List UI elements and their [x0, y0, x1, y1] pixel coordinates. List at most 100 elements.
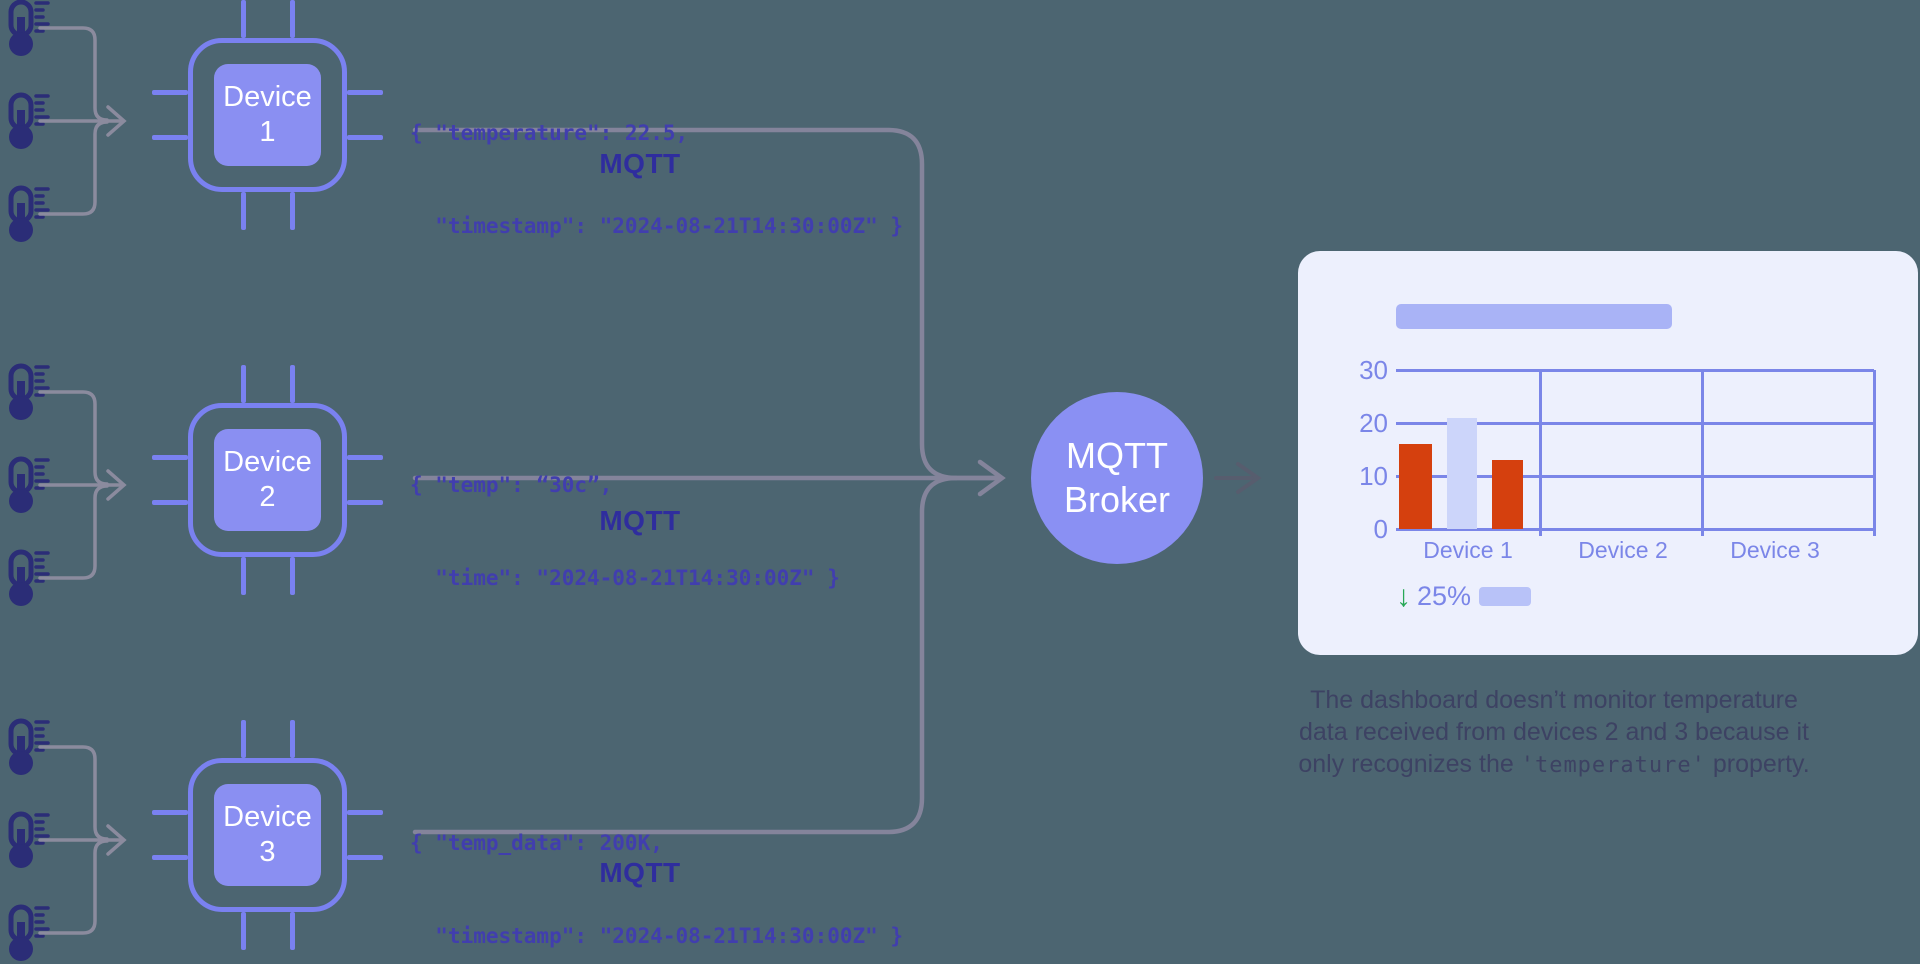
device-3-payload: { "temp_data": 200K, "timestamp": "2024-…: [410, 766, 903, 964]
payload-line: "timestamp": "2024-08-21T14:30:00Z" }: [410, 924, 904, 948]
chip-pin: [290, 557, 295, 595]
device-2-chip: Device 2: [152, 365, 383, 595]
thermometer-icon: [8, 0, 50, 56]
device-1-chip: Device 1: [152, 0, 383, 230]
gridline: [1396, 527, 1874, 531]
sensor-merge-connector: [38, 26, 127, 216]
flow-line-device3: [412, 475, 959, 835]
sensor-merge-connector: [38, 390, 127, 580]
device-3-chip: Device 3: [152, 720, 383, 950]
arrowhead-into-device: [106, 105, 127, 137]
thermometer-icon: [8, 456, 50, 513]
caption-line-2: data received from devices 2 and 3 becau…: [1298, 718, 1810, 746]
chip-pin: [290, 365, 295, 403]
x-axis-label: Device 3: [1730, 537, 1820, 563]
chip-pin: [152, 855, 188, 860]
chip-pin: [241, 557, 246, 595]
payload-line: { "temperature": 22.5,: [410, 121, 689, 145]
thermometer-icon: [8, 718, 50, 775]
thermometer-icon: [8, 185, 50, 242]
chip-pin: [152, 810, 188, 815]
stat-value: 25%: [1417, 581, 1472, 611]
bar-red: [1399, 444, 1432, 529]
caption-text: The dashboard doesn’t monitor temperatur…: [1254, 684, 1854, 782]
sensor-merge-connector: [38, 745, 127, 935]
payload-line: "time": "2024-08-21T14:30:00Z" }: [410, 566, 840, 590]
mqtt-protocol-label-3: MQTT: [599, 857, 681, 888]
bar-placeholder: [1447, 418, 1477, 529]
chip-pin: [290, 192, 295, 230]
gridline: [1396, 474, 1874, 478]
chip-pin: [290, 720, 295, 758]
arrowhead-into-device: [106, 469, 127, 501]
device-1-payload: { "temperature": 22.5, "timestamp": "202…: [410, 56, 903, 304]
device-3-label: Device 3: [214, 784, 321, 886]
chip-pin: [347, 855, 383, 860]
chip-pin: [152, 500, 188, 505]
y-axis-tick-label: 10: [1359, 461, 1388, 491]
x-axis-label: Device 1: [1423, 537, 1513, 563]
mqtt-protocol-label-1: MQTT: [599, 148, 681, 179]
chip-pin: [241, 0, 246, 38]
chip-pin: [241, 720, 246, 758]
chip-pin: [241, 912, 246, 950]
stat-label-skeleton: [1479, 587, 1532, 606]
chip-outline: [188, 403, 347, 557]
device-2-label-text: Device 2: [223, 446, 312, 513]
thermometer-icon: [8, 811, 50, 868]
caption-line-1: The dashboard doesn’t monitor temperatur…: [1310, 686, 1798, 714]
thermometer-icon: [8, 549, 50, 606]
mqtt-broker-node: MQTT Broker: [1031, 392, 1203, 564]
payload-line: { "temp": “30c”,: [410, 473, 613, 497]
y-axis-tick-label: 20: [1359, 408, 1388, 438]
device-2-label: Device 2: [214, 429, 321, 531]
vertical-gridline: [1538, 370, 1542, 536]
caption-line-3: only recognizes the 'temperature' proper…: [1254, 748, 1854, 782]
y-axis-tick-label: 0: [1373, 514, 1388, 544]
broker-to-dashboard-arrowhead: [1236, 462, 1262, 494]
mqtt-broker-label: MQTT Broker: [1063, 435, 1171, 520]
dashboard-title-skeleton: [1396, 304, 1672, 329]
vertical-gridline: [1700, 370, 1704, 536]
chip-pin: [152, 90, 188, 95]
down-arrow-icon: ↓: [1396, 579, 1411, 613]
chip-pin: [290, 912, 295, 950]
arrowhead-into-device: [106, 824, 127, 856]
chip-pin: [241, 192, 246, 230]
device-1-label: Device 1: [214, 64, 321, 166]
device-2-payload: { "temp": “30c”, "time": "2024-08-21T14:…: [410, 408, 840, 656]
payload-line: "timestamp": "2024-08-21T14:30:00Z" }: [410, 214, 904, 238]
vertical-gridline: [1872, 370, 1876, 536]
mqtt-protocol-label-2: MQTT: [599, 505, 681, 536]
thermometer-icon: [8, 92, 50, 149]
chip-pin: [152, 455, 188, 460]
gridline: [1396, 368, 1874, 372]
caption-line-3-text: property.: [1705, 750, 1810, 778]
chip-pin: [347, 135, 383, 140]
caption-code-token: 'temperature': [1520, 753, 1706, 778]
payload-line: { "temp_data": 200K,: [410, 831, 663, 855]
gridline: [1396, 421, 1874, 425]
arrowhead-into-broker: [977, 459, 1006, 497]
bar-red: [1492, 460, 1523, 529]
chip-pin: [347, 500, 383, 505]
chip-pin: [347, 455, 383, 460]
chip-pin: [241, 365, 246, 403]
chip-pin: [152, 135, 188, 140]
device-3-label-text: Device 3: [223, 801, 312, 868]
stat-row: ↓ 25%: [1396, 579, 1532, 613]
chip-pin: [347, 90, 383, 95]
chip-pin: [347, 810, 383, 815]
chip-pin: [290, 0, 295, 38]
chip-outline: [188, 38, 347, 192]
x-axis-label: Device 2: [1578, 537, 1668, 563]
caption-line-3-text: only recognizes the: [1298, 750, 1521, 778]
device-1-label-text: Device 1: [223, 81, 312, 148]
y-axis-tick-label: 30: [1359, 355, 1388, 385]
chip-outline: [188, 758, 347, 912]
thermometer-icon: [8, 363, 50, 420]
